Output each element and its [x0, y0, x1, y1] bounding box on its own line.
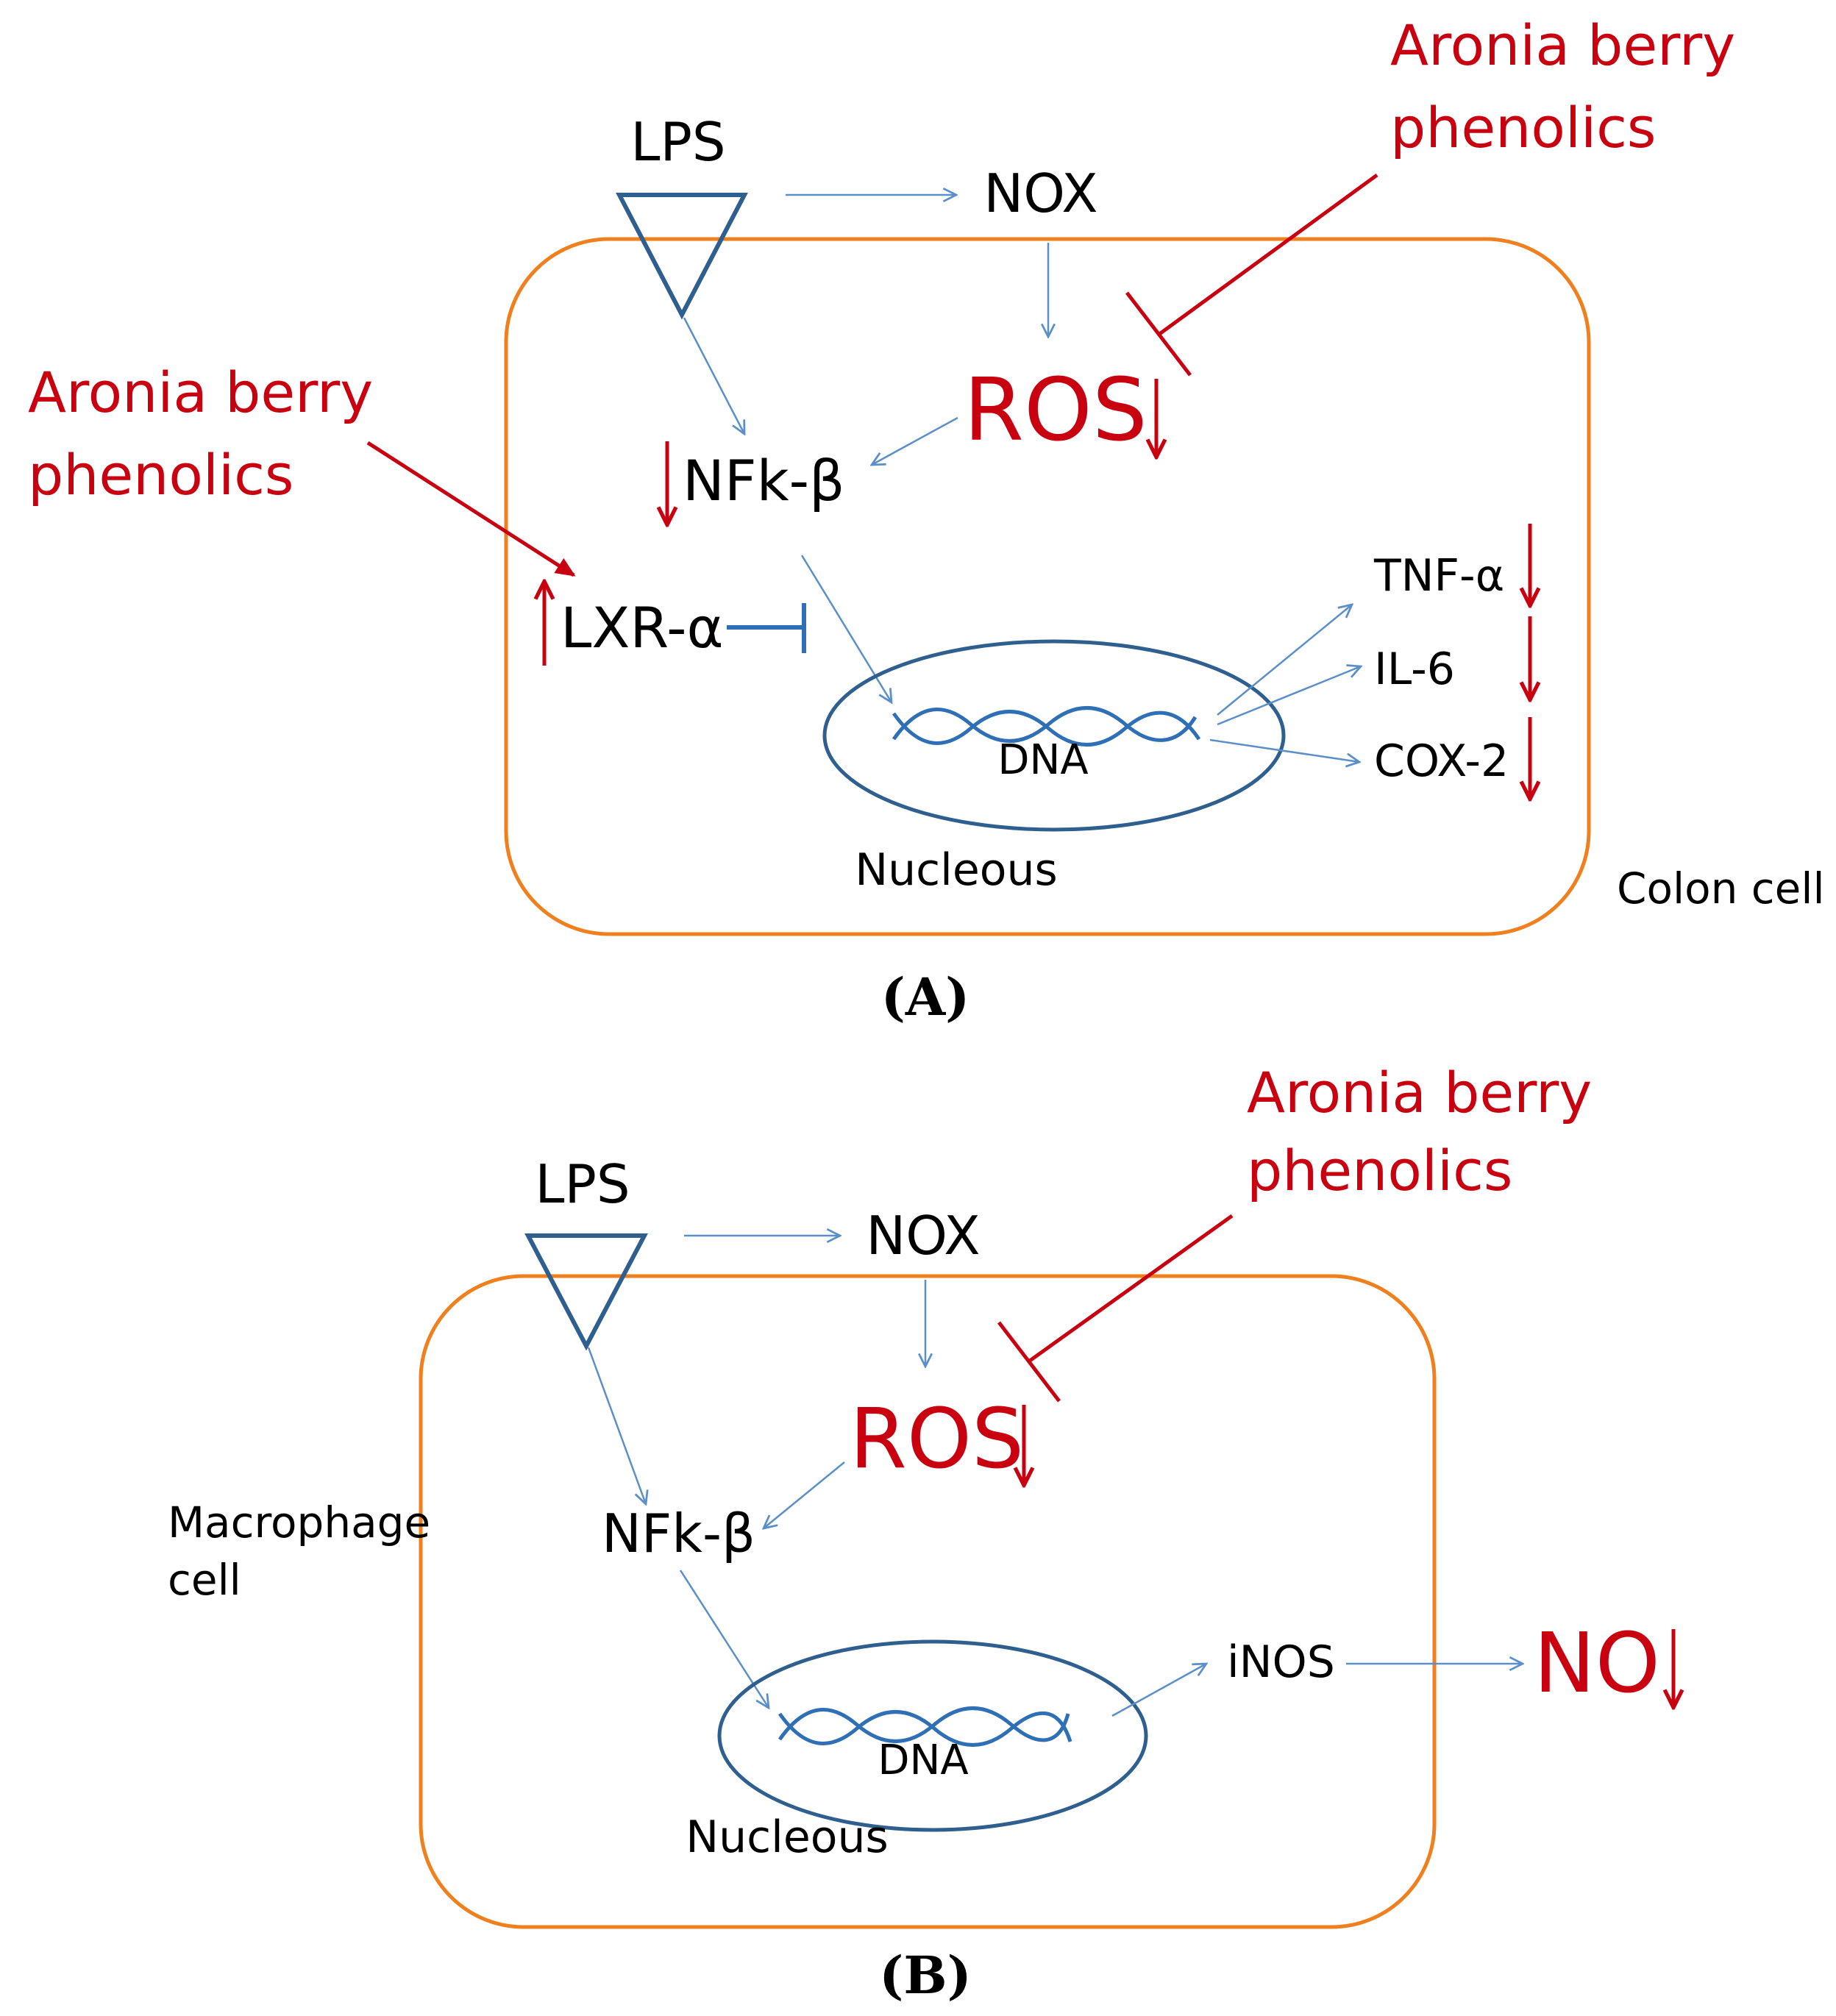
colon-cell-membrane [504, 237, 1591, 936]
panel-b-label: (B) [879, 1945, 971, 2006]
dna-label-b: DNA [878, 1737, 968, 1784]
dna-to-inos-arrow [1111, 1664, 1206, 1717]
macrophage-label-line2: cell [168, 1555, 241, 1605]
ros-to-nfkb-arrow [872, 416, 958, 465]
phenolics-inhibit-ros-bar [1125, 291, 1192, 377]
nox-label: NOX [983, 163, 1097, 224]
phenolics-top-line1: Aronia berry [1390, 13, 1735, 78]
nfkb-label: NFk-β [683, 448, 845, 513]
lps-label-b: LPS [535, 1153, 630, 1215]
nox-label-b: NOX [866, 1205, 980, 1267]
dna-to-tnf-arrow [1217, 605, 1352, 716]
dna-label-a: DNA [997, 736, 1088, 784]
lxr-label: LXR-α [561, 595, 724, 660]
nfkb-to-dna-arrow [800, 555, 892, 702]
phenolics-left-line1: Aronia berry [28, 360, 373, 425]
ros-label-b: ROS [850, 1392, 1024, 1487]
nfkb-to-dna-arrow-b [679, 1570, 769, 1708]
colon-cell-label: Colon cell [1617, 863, 1825, 913]
dna-to-il6-arrow [1217, 666, 1361, 726]
phenolics-activate-lxr-arrow [366, 441, 576, 577]
nucleus-a [822, 639, 1286, 832]
ros-to-nfkb-arrow-b [764, 1461, 845, 1528]
panel-a: LPS NOX ROS Aronia berry phenolics NFk-β… [28, 13, 1825, 1027]
phenolics-b-line1: Aronia berry [1247, 1060, 1592, 1125]
lps-receptor-icon [616, 193, 748, 320]
phenolics-inhibit-ros-line-b [1028, 1214, 1234, 1363]
no-label: NO [1534, 1616, 1660, 1712]
il6-label: IL-6 [1374, 644, 1455, 695]
phenolics-b-line2: phenolics [1247, 1138, 1512, 1203]
phenolics-top-line2: phenolics [1390, 95, 1656, 160]
dna-to-cox2-arrow [1209, 738, 1359, 762]
ros-label: ROS [964, 359, 1148, 460]
lps-label: LPS [630, 111, 725, 173]
dna-helix-a-icon [892, 706, 1201, 747]
macrophage-cell-membrane [419, 1274, 1437, 1929]
dna-helix-b-icon [778, 1706, 1072, 1747]
phenolics-inhibit-ros-bar-b [997, 1321, 1061, 1403]
nfkb-label-b: NFk-β [602, 1503, 755, 1564]
lps-to-nfkb-arrow-b [587, 1347, 646, 1504]
inos-label: iNOS [1227, 1636, 1335, 1688]
tnf-label: TNF-α [1373, 550, 1504, 602]
macrophage-label-line1: Macrophage [168, 1497, 430, 1547]
cox2-label: COX-2 [1374, 735, 1509, 787]
panel-b: LPS NOX ROS Aronia berry phenolics NFk-β… [168, 1060, 1673, 2006]
phenolics-inhibit-ros-line [1157, 173, 1378, 337]
nucleus-label-a: Nucleous [855, 844, 1057, 896]
nucleus-label-b: Nucleous [686, 1812, 888, 1863]
lps-receptor-b-icon [524, 1233, 648, 1351]
phenolics-left-line2: phenolics [28, 442, 293, 507]
nucleus-b [717, 1639, 1148, 1832]
panel-a-label: (A) [881, 966, 970, 1027]
lps-to-nfkb-arrow [683, 317, 744, 434]
